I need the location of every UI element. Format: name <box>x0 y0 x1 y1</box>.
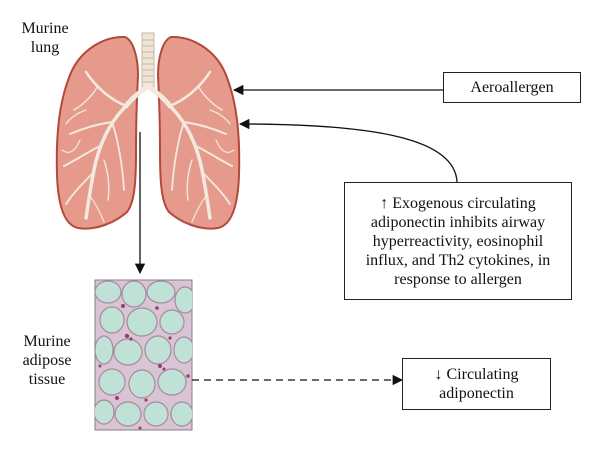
bronchial-tree <box>61 70 235 223</box>
connectors <box>134 84 458 386</box>
adipose-tissue-image <box>94 279 193 431</box>
adiponectin-to-lung-arrow <box>238 118 458 183</box>
aeroallergen-box: Aeroallergen <box>443 72 581 103</box>
circulating-adiponectin-box: ↓ Circulating adiponectin <box>402 358 551 410</box>
murine-lung-label: Murine lung <box>21 20 69 56</box>
lung-illustration <box>55 32 241 230</box>
trachea <box>141 32 155 89</box>
left-lung <box>55 35 140 230</box>
right-lung <box>156 35 241 230</box>
murine-adipose-tissue-label: Murine adipose tissue <box>22 333 72 388</box>
exogenous-adiponectin-box: ↑ Exogenous circulating adiponectin inhi… <box>344 182 572 300</box>
